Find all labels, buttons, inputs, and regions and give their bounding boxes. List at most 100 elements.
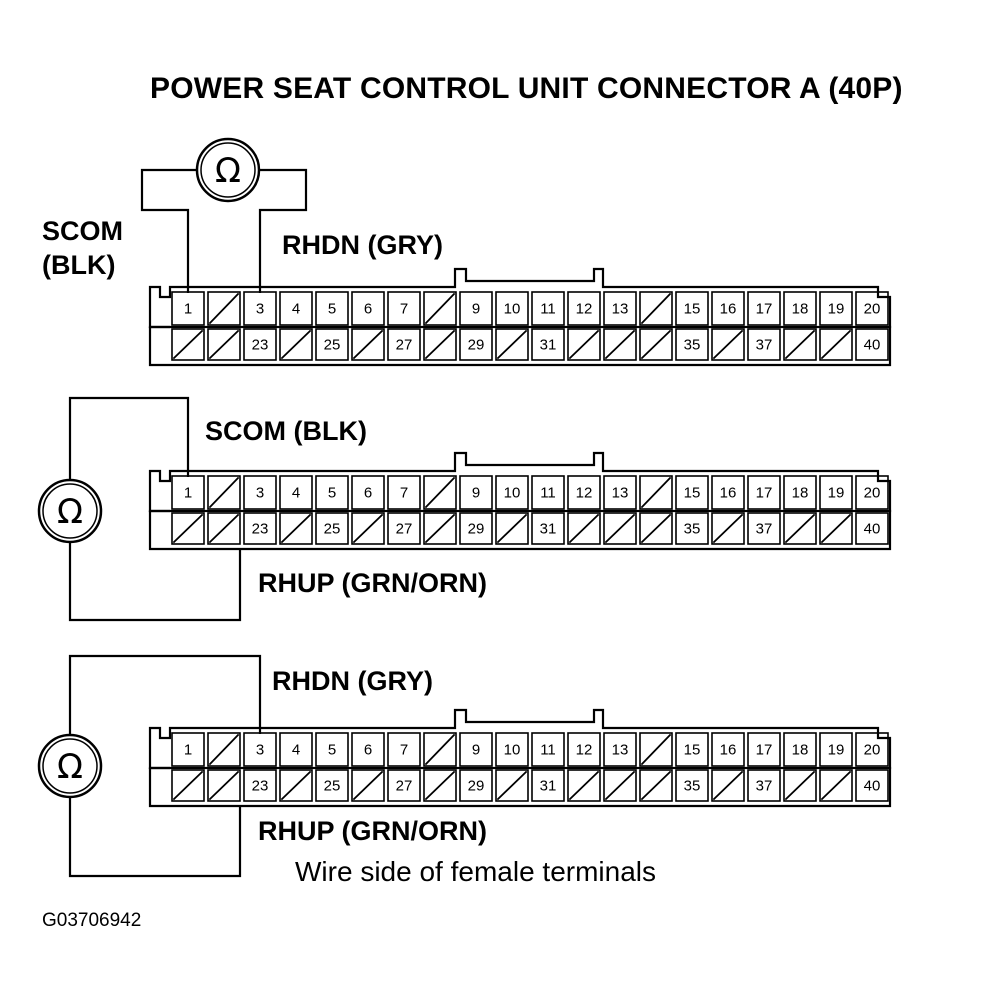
connector-3-blank-cavity-slash [352, 770, 384, 801]
connector-2-bottom-cavity [747, 512, 781, 545]
connector-2-pin-label: 20 [864, 485, 881, 502]
connector-2-bottom-cavity [855, 512, 889, 545]
connector-3-pin-label: 31 [540, 778, 557, 795]
connector-2-pin-label: 17 [756, 485, 773, 502]
connector-3-pin-label: 11 [540, 742, 556, 759]
connector-3-bottom-cavity [459, 769, 493, 802]
connector-1-pin-label: 25 [324, 337, 341, 354]
connector-1-bottom-cavity [171, 328, 205, 361]
lead-scom-1 [140, 168, 196, 293]
rhup-label-2: RHUP (GRN/ORN) [258, 568, 487, 598]
connector-3-top-cavity [171, 732, 205, 767]
connector-3-blank-cavity-slash [568, 770, 600, 801]
connector-2-pin-label: 18 [792, 485, 809, 502]
connector-1-pin-label: 3 [256, 301, 264, 318]
connector-1-pin-label: 31 [540, 337, 557, 354]
connector-3-bottom-cavity [783, 769, 817, 802]
connector-1-pin-label: 12 [576, 301, 593, 318]
connector-1-top-cavity [351, 291, 385, 326]
connector-1-pin-label: 13 [612, 301, 629, 318]
connector-1-bottom-cavity [639, 328, 673, 361]
connector-3-pin-label: 35 [684, 778, 701, 795]
connector-3-bottom-cavity [423, 769, 457, 802]
connector-1-pin-label: 20 [864, 301, 881, 318]
connector-1-pin-label: 10 [504, 301, 521, 318]
connector-2-pin-label: 13 [612, 485, 629, 502]
connector-1-bottom-cavity [531, 328, 565, 361]
ohmmeter-3-icon [37, 733, 103, 799]
connector-3-pin-label: 23 [252, 778, 269, 795]
connector-1-pin-label: 18 [792, 301, 809, 318]
connector-1-pin-label: 9 [472, 301, 480, 318]
connector-1-bottom-cavity [459, 328, 493, 361]
connector-2-bottom-cavity [675, 512, 709, 545]
connector-1-bottom-cavity [567, 328, 601, 361]
connector-3-bottom-cavity [675, 769, 709, 802]
ohmmeter-2-icon-inner [42, 483, 98, 539]
connector-2-pin-label: 4 [292, 485, 300, 502]
connector-2-housing-top [148, 451, 892, 513]
connector-1-bottom-cavity [495, 328, 529, 361]
connector-3-top-cavity [639, 732, 673, 767]
connector-2-top-cavity [675, 475, 709, 510]
connector-1-blank-cavity-slash [568, 329, 600, 360]
connector-1-blank-cavity-slash [172, 329, 204, 360]
connector-1-housing-top [148, 267, 892, 329]
connector-1-pin-label: 27 [396, 337, 413, 354]
connector-2-bottom-cavity [459, 512, 493, 545]
connector-3-blank-cavity-slash [208, 733, 240, 766]
connector-3-top-cavity [351, 732, 385, 767]
connector-2-bottom-cavity [171, 512, 205, 545]
connector-2-bottom-cavity [387, 512, 421, 545]
rhup-label-3: RHUP (GRN/ORN) [258, 816, 487, 846]
connector-2-pin-label: 6 [364, 485, 372, 502]
connector-3-blank-cavity-slash [280, 770, 312, 801]
connector-2-blank-cavity-slash [568, 513, 600, 544]
connector-3-top-cavity [387, 732, 421, 767]
connector-1-top-cavity [567, 291, 601, 326]
scom-label-line2: (BLK) [42, 250, 116, 280]
connector-1-pin-label: 40 [864, 337, 881, 354]
rhdn-label-1: RHDN (GRY) [282, 230, 443, 260]
connector-2-top-cavity [207, 475, 241, 510]
connector-3-top-cavity [711, 732, 745, 767]
connector-3-bottom-cavity [207, 769, 241, 802]
connector-2-blank-cavity-slash [424, 476, 456, 509]
connector-1-pin-label: 23 [252, 337, 269, 354]
connector-1-pin-label: 6 [364, 301, 372, 318]
diagram-title: POWER SEAT CONTROL UNIT CONNECTOR A (40P… [150, 72, 903, 105]
connector-1-top-cavity [495, 291, 529, 326]
connector-3-bottom-cavity [855, 769, 889, 802]
connector-3-bottom-cavity [819, 769, 853, 802]
connector-1-blank-cavity-slash [712, 329, 744, 360]
connector-2-bottom-cavity [819, 512, 853, 545]
connector-3-blank-cavity-slash [496, 770, 528, 801]
connector-3-pin-label: 17 [756, 742, 773, 759]
connector-2-pin-label: 40 [864, 521, 881, 538]
connector-2-top-cavity [855, 475, 889, 510]
connector-3-pin-label: 13 [612, 742, 629, 759]
connector-1-bottom-cavity [855, 328, 889, 361]
wire-side-note: Wire side of female terminals [295, 856, 657, 887]
connector-1-top-cavity [423, 291, 457, 326]
connector-2-pin-label: 23 [252, 521, 269, 538]
connector-2-pin-label: 11 [540, 485, 556, 502]
connector-3-bottom-cavity [243, 769, 277, 802]
connector-3-top-cavity [279, 732, 313, 767]
connector-3-bottom-cavity [171, 769, 205, 802]
connector-2-blank-cavity-slash [640, 476, 672, 509]
ohm-symbol-icon: Ω [57, 747, 83, 787]
connector-1-pin-label: 7 [400, 301, 408, 318]
connector-2-pin-label: 37 [756, 521, 773, 538]
connector-1-bottom-cavity [783, 328, 817, 361]
connector-2-bottom-cavity [495, 512, 529, 545]
connector-3-bottom-cavity [315, 769, 349, 802]
connector-2-bottom-cavity [423, 512, 457, 545]
connector-1-bottom-cavity [315, 328, 349, 361]
connector-2-pin-label: 3 [256, 485, 264, 502]
connector-2-top-cavity [279, 475, 313, 510]
rhdn-label-3: RHDN (GRY) [272, 666, 433, 696]
connector-3-blank-cavity-slash [640, 770, 672, 801]
connector-3-pin-label: 25 [324, 778, 341, 795]
connector-3-pin-label: 20 [864, 742, 881, 759]
